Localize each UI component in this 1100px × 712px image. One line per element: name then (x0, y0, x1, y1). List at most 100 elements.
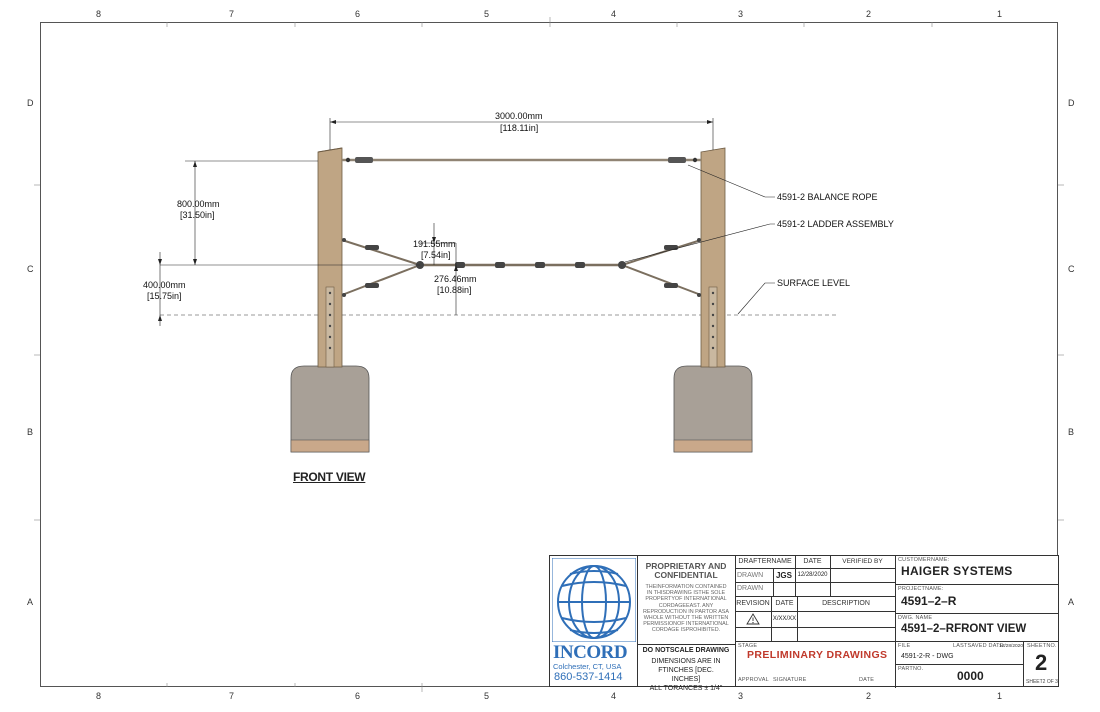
drawn-name-2 (773, 582, 796, 597)
rung-dimension-mm: 191.55mm (413, 239, 456, 249)
ladder-fittings (342, 238, 701, 297)
revision-cell (735, 612, 772, 628)
part-label: PARTNO. (898, 666, 924, 672)
proprietary-heading: PROPRIETARY AND CONFIDENTIAL (645, 561, 727, 580)
customer-panel: CUSTOMERNAME: HAIGER SYSTEMS (895, 556, 1059, 585)
company-location: Colchester, CT, USA (553, 662, 622, 671)
zone-label: B (1068, 427, 1075, 437)
stage-label: STAGE (738, 643, 758, 649)
approval-date-label: DATE (859, 677, 875, 683)
revision-description-header: DESCRIPTION (797, 597, 896, 612)
ground-dimension-in: [15.75in] (147, 291, 182, 301)
left-post (317, 147, 343, 368)
zone-label: C (27, 264, 34, 274)
last-saved-label: LASTSAVED DATE: (953, 643, 1006, 649)
ladder-assembly (341, 239, 702, 296)
zone-label: 7 (229, 691, 235, 701)
drawn-date: 12/28/2020 (795, 569, 831, 583)
zone-label: 4 (611, 9, 617, 19)
units-note: DIMENSIONS ARE IN FTINCHES [DEC. INCHES] (651, 658, 721, 683)
balance-rope-callout: 4591-2 BALANCE ROPE (777, 192, 878, 202)
revision-date: X/XX/XX (772, 612, 798, 628)
approval-label: APPROVAL (738, 677, 769, 683)
revision-header: REVISION (735, 597, 772, 612)
revision-cell-2 (735, 628, 772, 642)
dwg-value: 4591–2–RFRONT VIEW (901, 623, 1027, 635)
zone-label: D (1068, 98, 1075, 108)
sheet-of: SHEET2 OF 3 (1026, 679, 1058, 685)
height-dimension-mm: 800.00mm (177, 199, 220, 209)
verified-cell-2 (830, 582, 896, 597)
tolerance-note: ALL TORANCES ± 1/4" (649, 685, 723, 692)
drawn-name: JGS (773, 569, 796, 583)
sheet-panel: SHEETNO. 2 SHEET2 OF 3 (1024, 642, 1059, 687)
file-value: 4591-2-R - DWG (901, 653, 954, 660)
logo-panel: INCORD Colchester, CT, USA 860-537-1414 (550, 556, 638, 687)
project-value: 4591–2–R (901, 594, 957, 608)
globe-logo-icon (552, 558, 636, 642)
dimension-arrows (158, 120, 713, 321)
surface-level-callout: SURFACE LEVEL (777, 278, 851, 288)
zone-label: 7 (229, 9, 235, 19)
zone-label: 5 (484, 9, 490, 19)
no-scale-note: DO NOTSCALE DRAWING (642, 647, 730, 654)
project-label: PROJECTNAME: (898, 586, 944, 592)
offset-dimension-mm: 276.46mm (434, 274, 477, 284)
dwg-label: DWG. NAME (898, 615, 933, 621)
part-value: 0000 (957, 669, 984, 683)
project-panel: PROJECTNAME: 4591–2–R (895, 585, 1059, 614)
drafter-table: DRAFTERNAME DATE VERIFIED BY DRAWN JGS 1… (735, 556, 896, 600)
right-post (700, 147, 726, 368)
proprietary-panel: PROPRIETARY AND CONFIDENTIAL THEINFORMAT… (637, 556, 736, 645)
drawn-date-2 (795, 582, 831, 597)
offset-dimension-in: [10.88in] (437, 285, 472, 295)
drawn-label-2: DRAWN (735, 582, 774, 597)
stage-panel: STAGE PRELIMINARY DRAWINGS APPROVAL SIGN… (735, 641, 896, 688)
customer-label: CUSTOMERNAME: (898, 557, 950, 563)
company-name: INCORD (553, 642, 628, 663)
revision-description (797, 612, 896, 628)
zone-label: 1 (997, 691, 1003, 701)
zone-label: D (27, 98, 34, 108)
ladder-assembly-callout: 4591-2 LADDER ASSEMBLY (777, 219, 894, 229)
file-label: FILE (898, 643, 911, 649)
drafter-date-header: DATE (795, 556, 831, 569)
rung-dimension-in: [7.54in] (421, 250, 451, 260)
notes-panel: DO NOTSCALE DRAWING DIMENSIONS ARE IN FT… (637, 644, 736, 692)
revision-date-header: DATE (772, 597, 798, 612)
height-dimension-in: [31.50in] (180, 210, 215, 220)
file-panel: FILE LASTSAVED DATE: 12/28/2020 4591-2-R… (895, 642, 1024, 665)
zone-label: 6 (355, 691, 361, 701)
zone-label: B (27, 427, 34, 437)
revision-table: REVISION DATE DESCRIPTION X/XX/XX (735, 597, 896, 642)
zone-label: 2 (866, 691, 872, 701)
zone-label: 1 (997, 9, 1003, 19)
view-title: FRONT VIEW (293, 470, 366, 484)
zone-label: 4 (611, 691, 617, 701)
zone-label: 8 (96, 691, 102, 701)
warning-triangle-icon (746, 613, 760, 625)
sheet-label: SHEETNO. (1027, 643, 1057, 649)
verified-cell (830, 569, 896, 583)
zone-label: 3 (738, 9, 744, 19)
revision-date-2 (772, 628, 798, 642)
stage-value: PRELIMINARY DRAWINGS (747, 649, 888, 661)
balance-rope (342, 157, 701, 163)
company-phone: 860-537-1414 (554, 671, 623, 683)
ground-dimension-mm: 400.00mm (143, 280, 186, 290)
revision-description-2 (797, 628, 896, 642)
title-block: INCORD Colchester, CT, USA 860-537-1414 … (549, 555, 1059, 692)
customer-value: HAIGER SYSTEMS (901, 564, 1013, 578)
zone-label: 2 (866, 9, 872, 19)
proprietary-body: THEINFORMATION CONTAINED IN THISDRAWING … (643, 584, 729, 634)
zone-label: 5 (484, 691, 490, 701)
sheet-value: 2 (1035, 650, 1048, 675)
zone-ticks (34, 17, 1064, 692)
drawn-label: DRAWN (735, 569, 774, 583)
dimension-lines (159, 118, 775, 326)
left-footing (290, 365, 370, 453)
zone-label: 3 (738, 691, 744, 701)
drafter-name-header: DRAFTERNAME (735, 556, 796, 569)
zone-label: A (1068, 597, 1075, 607)
